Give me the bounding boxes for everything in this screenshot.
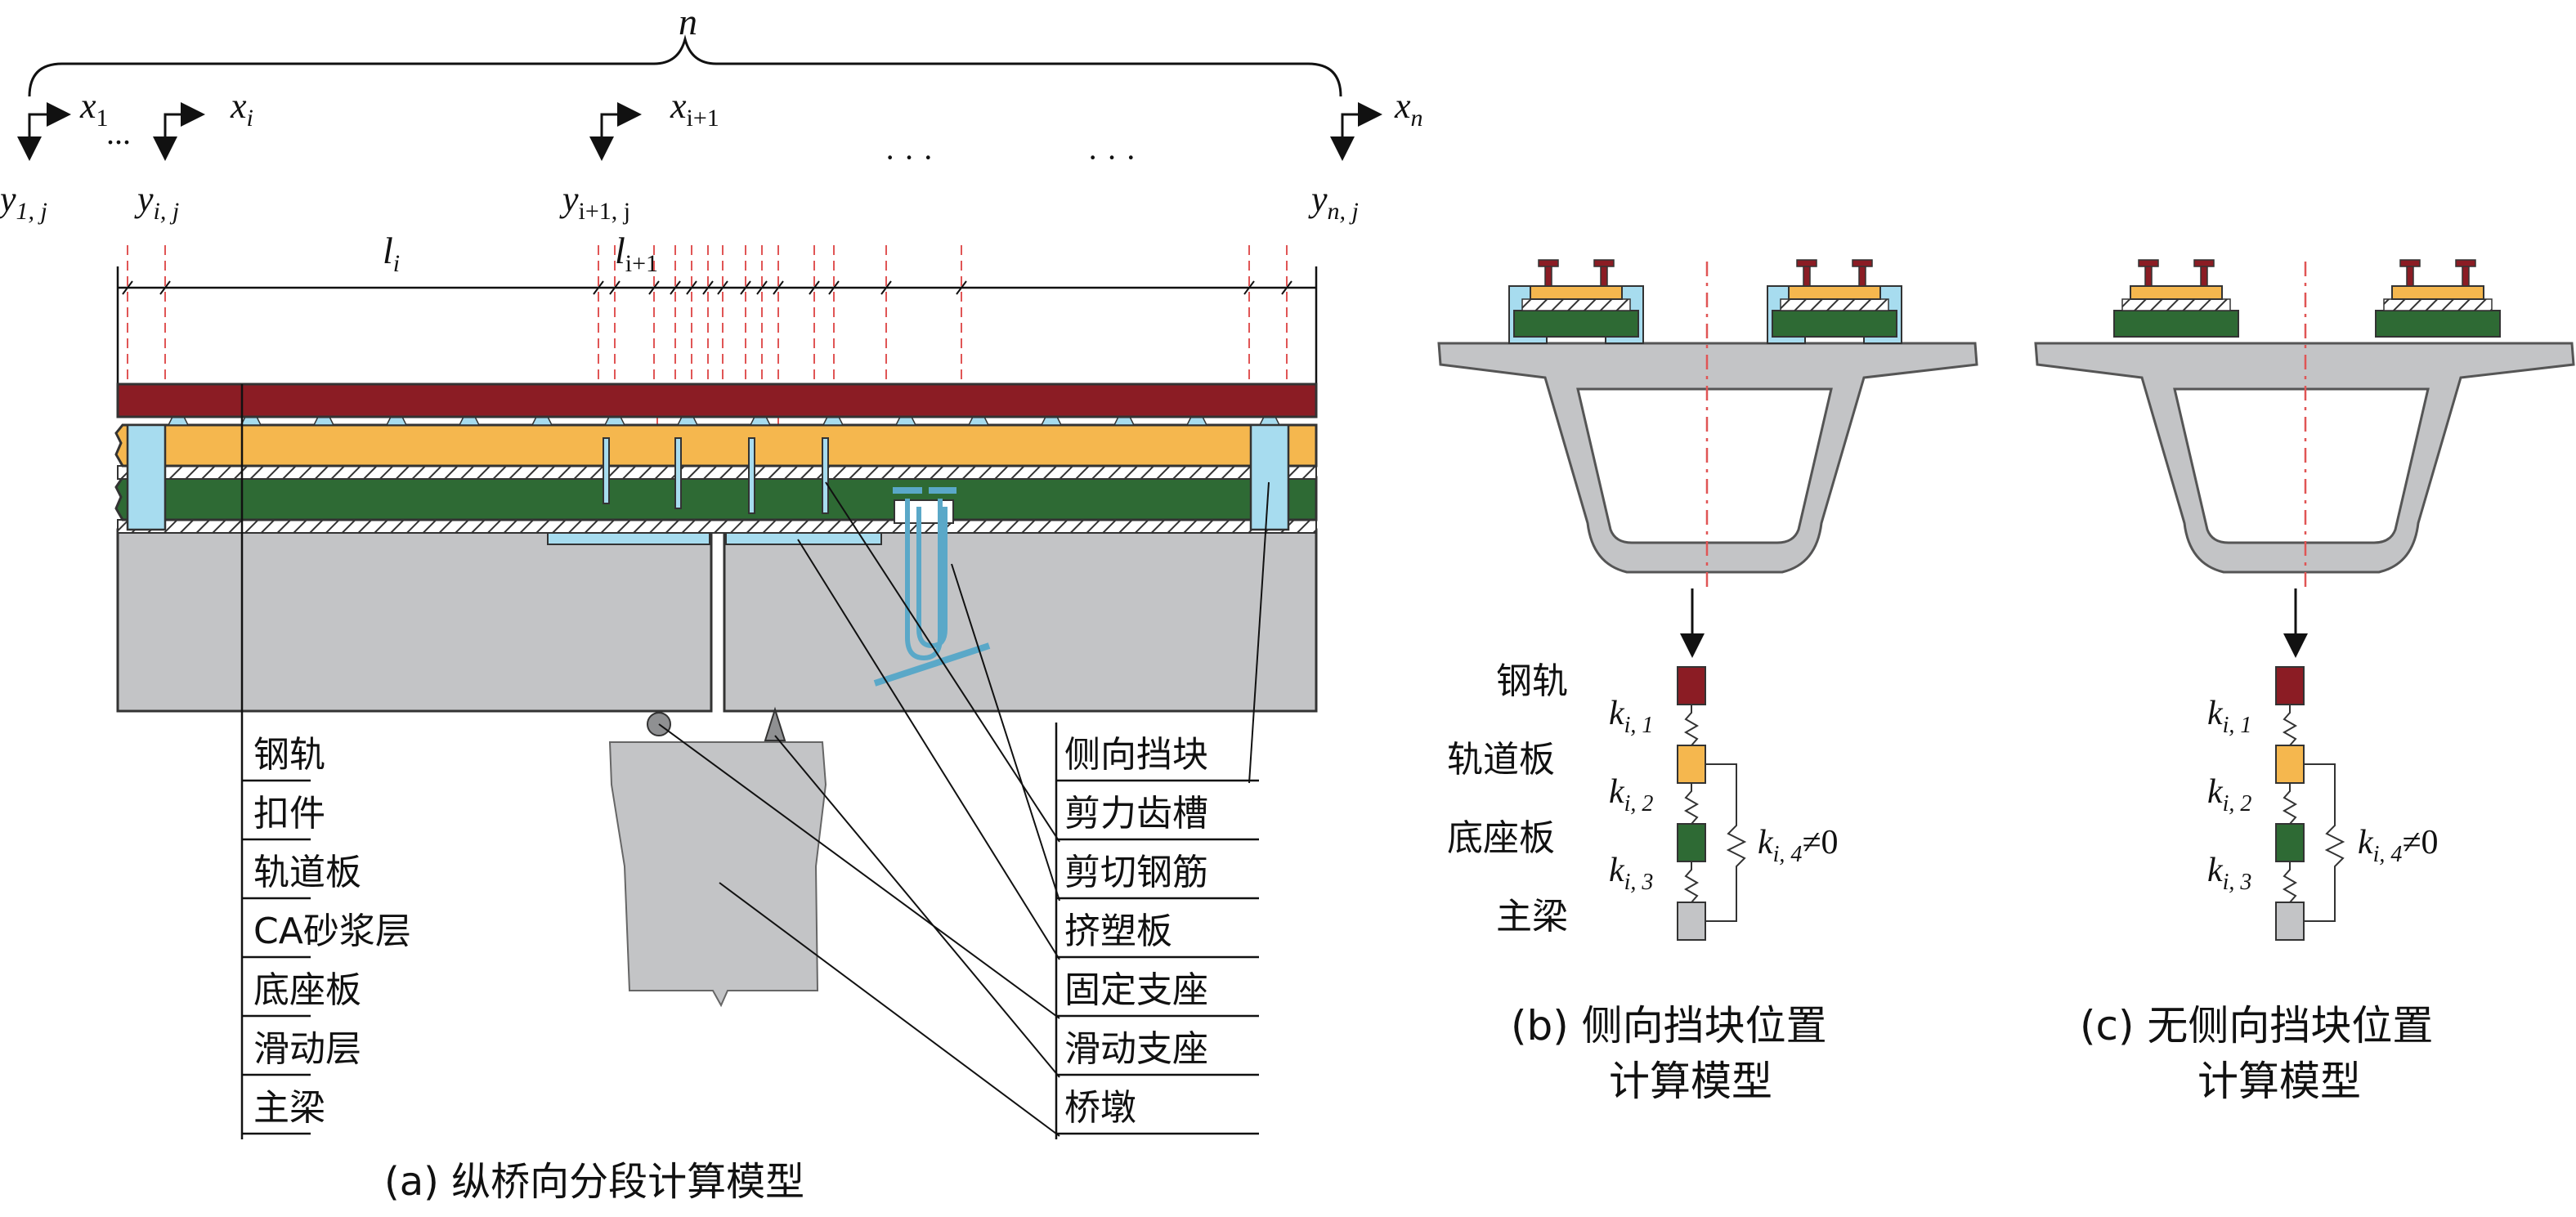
panel-b: 钢轨 轨道板 底座板 主梁 ki, 1 ki, 2 ki, 3 ki, 4≠0 … bbox=[1437, 259, 1978, 1105]
brace-label: n bbox=[679, 1, 697, 43]
track-right-b bbox=[1767, 259, 1902, 344]
label-shear-rebar: 剪切钢筋 bbox=[1064, 852, 1208, 893]
dimension-ticks bbox=[122, 280, 1292, 295]
dim-tick bbox=[740, 280, 751, 295]
dim-tick bbox=[1243, 280, 1255, 295]
spring-model-c bbox=[2275, 666, 2345, 941]
label-rail: 钢轨 bbox=[253, 734, 325, 776]
dim-tick bbox=[773, 280, 784, 295]
dim-tick bbox=[828, 280, 840, 295]
y-label-n: yn, j bbox=[1308, 179, 1359, 225]
side-block-right bbox=[1249, 423, 1290, 531]
dim-tick bbox=[159, 280, 171, 295]
label-track-slab: 轨道板 bbox=[253, 852, 361, 893]
x-label-i: xi bbox=[230, 86, 253, 132]
y-label-1: y1, j bbox=[0, 179, 47, 225]
spring-k2-b: ki, 2 bbox=[1609, 773, 1653, 817]
spring-k3-b: ki, 3 bbox=[1609, 852, 1653, 895]
x-label-i1: xi+1 bbox=[670, 86, 719, 132]
label-sliding-layer: 滑动层 bbox=[253, 1028, 361, 1070]
dim-tick bbox=[686, 280, 697, 295]
dim-tick bbox=[670, 280, 681, 295]
y-label-i1: yi+1, j bbox=[559, 179, 630, 225]
label-extruded-plate: 挤塑板 bbox=[1064, 911, 1172, 952]
seg-label-i1: li+1 bbox=[615, 230, 658, 277]
ellipsis-3: · · · bbox=[1087, 139, 1136, 176]
girder-left bbox=[116, 528, 713, 713]
ca-mortar-layer bbox=[117, 465, 1317, 480]
box-girder-c bbox=[2034, 342, 2575, 574]
spring-k3-c: ki, 3 bbox=[2207, 852, 2251, 895]
dim-tick bbox=[593, 280, 604, 295]
caption-b-line1: (b) 侧向挡块位置 bbox=[1511, 1002, 1827, 1049]
girder-right bbox=[723, 528, 1318, 713]
sliding-layer bbox=[117, 519, 1317, 534]
side-block-left bbox=[126, 423, 167, 531]
right-labels: 侧向挡块 剪力齿槽 剪切钢筋 挤塑板 固定支座 滑动支座 桥墩 bbox=[1064, 734, 1208, 1129]
label-sliding-bearing: 滑动支座 bbox=[1064, 1028, 1208, 1070]
x-label-1: x1 bbox=[79, 86, 109, 132]
pier bbox=[608, 741, 827, 1008]
label-main-girder: 主梁 bbox=[253, 1087, 325, 1129]
extruded-plate-left bbox=[547, 532, 710, 545]
panel-a: n x1 xi xi+1 xn ... · · · · · · y1, j yi… bbox=[0, 1, 1423, 1205]
caption-c-line1: (c) 无侧向挡块位置 bbox=[2080, 1002, 2433, 1049]
brace-n bbox=[28, 34, 1342, 97]
right-leaders bbox=[658, 481, 1270, 1137]
dim-tick bbox=[756, 280, 768, 295]
spring-k1-b: ki, 1 bbox=[1609, 695, 1653, 738]
label-base-slab: 底座板 bbox=[253, 969, 361, 1011]
right-label-lines bbox=[1056, 779, 1259, 1135]
label-side-block: 侧向挡块 bbox=[1064, 734, 1208, 776]
track-slab bbox=[114, 423, 1318, 468]
x-label-n: xn bbox=[1394, 86, 1423, 132]
label-fixed-bearing: 固定支座 bbox=[1064, 969, 1208, 1011]
dim-tick bbox=[880, 280, 892, 295]
base-slab bbox=[114, 476, 1318, 521]
track-right-c bbox=[2375, 259, 2501, 338]
layer-label-base-slab-b: 底座板 bbox=[1447, 817, 1555, 859]
segment-dividers bbox=[127, 245, 1288, 605]
sliding-bearing bbox=[764, 706, 786, 741]
y-label-i: yi, j bbox=[134, 179, 179, 225]
left-label-lines bbox=[242, 779, 311, 1135]
dim-tick bbox=[1281, 280, 1292, 295]
spring-k4-c: ki, 4≠0 bbox=[2358, 824, 2439, 867]
caption-b-line2: 计算模型 bbox=[1609, 1058, 1772, 1105]
caption-a: (a) 纵桥向分段计算模型 bbox=[384, 1159, 804, 1205]
dim-tick bbox=[702, 280, 714, 295]
dim-tick bbox=[717, 280, 728, 295]
rail bbox=[116, 383, 1318, 418]
layer-label-girder-b: 主梁 bbox=[1496, 896, 1568, 937]
left-labels: 钢轨 扣件 轨道板 CA砂浆层 底座板 滑动层 主梁 bbox=[253, 734, 411, 1129]
label-shear-groove: 剪力齿槽 bbox=[1064, 793, 1208, 834]
dim-tick bbox=[609, 280, 620, 295]
dim-tick bbox=[809, 280, 820, 295]
label-fastener: 扣件 bbox=[253, 793, 325, 834]
layer-label-track-slab-b: 轨道板 bbox=[1447, 739, 1555, 781]
extruded-plate-right bbox=[725, 532, 882, 545]
ellipsis-1: ... bbox=[106, 114, 131, 151]
box-girder-b bbox=[1437, 342, 1978, 574]
spring-k4-b: ki, 4≠0 bbox=[1758, 824, 1839, 867]
track-left-c bbox=[2113, 259, 2239, 338]
caption-c-line2: 计算模型 bbox=[2197, 1058, 2361, 1105]
dim-tick bbox=[956, 280, 967, 295]
dim-tick bbox=[648, 280, 660, 295]
seg-label-i: li bbox=[383, 230, 400, 277]
track-left-b bbox=[1508, 259, 1644, 344]
panel-c: ki, 1 ki, 2 ki, 3 ki, 4≠0 (c) 无侧向挡块位置 计算… bbox=[2034, 259, 2575, 1105]
dim-tick bbox=[122, 280, 133, 295]
spring-model-b bbox=[1677, 666, 1747, 941]
coord-axes bbox=[17, 102, 1382, 161]
ellipsis-2: · · · bbox=[885, 139, 934, 176]
label-pier: 桥墩 bbox=[1064, 1087, 1136, 1129]
layer-label-rail-b: 钢轨 bbox=[1496, 660, 1568, 702]
spring-k1-c: ki, 1 bbox=[2207, 695, 2251, 738]
shear-studs bbox=[603, 437, 829, 514]
spring-k2-c: ki, 2 bbox=[2207, 773, 2251, 817]
label-ca-mortar: CA砂浆层 bbox=[253, 911, 411, 952]
